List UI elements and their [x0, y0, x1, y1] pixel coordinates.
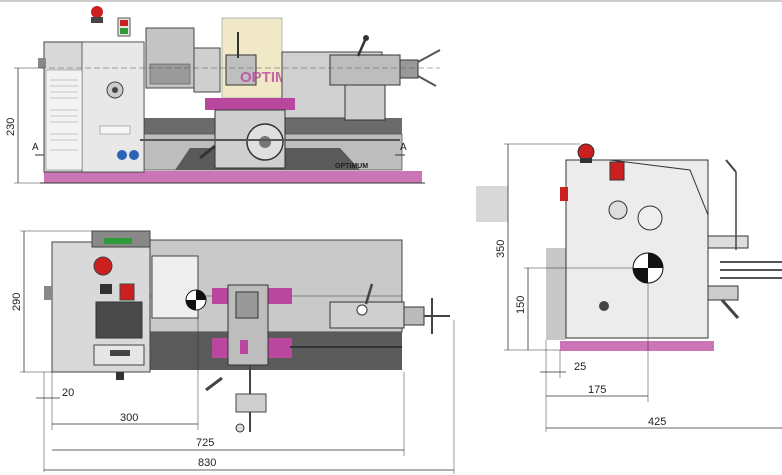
- section-mark-right: A: [400, 142, 407, 153]
- side-base-pan: [560, 341, 714, 351]
- dim-top-bed-length: 725: [196, 437, 214, 449]
- dim-top-offset: 20: [62, 387, 74, 399]
- side-emergency-stop: [577, 143, 595, 161]
- top-view: 290 20 300 725 830: [11, 230, 455, 474]
- top-tailstock: [329, 301, 405, 329]
- front-emergency-stop: [91, 6, 103, 18]
- front-tailstock: [329, 54, 401, 86]
- dim-side-center-height: 150: [515, 296, 527, 314]
- front-base-pan: [44, 171, 422, 183]
- front-bed-logo: OPTIMUM: [335, 163, 368, 170]
- dim-front-height: 230: [5, 118, 17, 136]
- side-body: [565, 159, 709, 339]
- front-carriage: [205, 98, 295, 110]
- dim-side-offset: 25: [574, 361, 586, 373]
- section-mark-left: A: [32, 142, 39, 153]
- front-view: OPTIMUM OPTIMUM A A 230: [5, 6, 441, 184]
- dim-top-chuck-pos: 300: [120, 412, 138, 424]
- dim-side-center-dist: 175: [588, 384, 606, 396]
- dim-top-total-length: 830: [198, 457, 216, 469]
- dim-side-depth: 425: [648, 416, 666, 428]
- side-view: 350 150 25 175 425: [476, 143, 782, 432]
- dim-top-depth: 290: [11, 293, 23, 311]
- dim-side-height: 350: [495, 240, 507, 258]
- top-emergency-stop: [93, 256, 113, 276]
